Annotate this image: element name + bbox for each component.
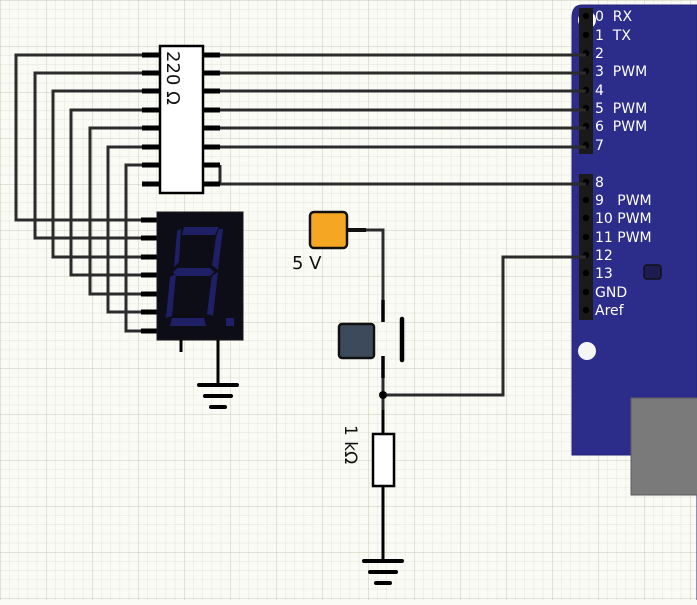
wire [88,126,142,296]
arduino-pin-label: 0 RX [595,9,633,25]
segment-d [170,318,206,326]
display-pins [141,217,158,334]
arduino-pin-label: 6 PWM [595,119,647,135]
segment-c [207,272,218,316]
arduino-pin-label: 13 [595,266,613,282]
arduino-pin-hole[interactable] [582,31,590,39]
arduino-pin-labels: 0 RX 1 TX 2 3 PWM 4 5 PWM 6 PWM 7 8 9 PWM 10 PWM 11… [582,9,652,319]
resistor-1k-body [371,432,396,488]
arduino-pin-label: 10 PWM [595,211,652,227]
usb-port [630,397,697,496]
mounting-hole-bottom [578,342,596,360]
arduino-pin-label: 5 PWM [595,101,647,117]
push-button-cap [337,322,376,360]
arduino-pin-hole[interactable] [582,306,590,314]
seven-segment-display[interactable] [141,211,244,352]
segment-b [212,229,223,270]
wire [14,53,142,222]
wires [14,53,586,410]
arduino-pin-hole[interactable] [582,288,590,296]
power-supply-body [308,210,349,250]
onboard-led [643,264,662,280]
power-supply-label: 5 V [292,253,322,274]
wire [69,108,142,277]
wire [33,71,142,240]
wire [366,228,385,300]
segment-g [173,268,214,276]
arduino-pin-label: 7 [595,138,604,154]
segment-f [174,229,181,267]
display-segments [166,227,234,326]
push-button[interactable] [337,300,405,378]
arduino-pin-hole[interactable] [582,233,590,241]
segment-a [182,227,219,235]
arduino-pin-label: 3 PWM [595,64,647,80]
header-strip-top [579,8,593,154]
arduino-pin-label: 11 PWM [595,230,652,246]
arduino-pin-label: 9 PWM [595,193,652,209]
arduino-pin-label: 2 [595,46,604,62]
arduino-pin-label: 8 [595,175,604,191]
resistor-array-body [158,44,205,195]
arduino-pin-label: 12 [595,248,613,264]
wire [124,163,142,333]
resistor-array-label: 220 Ω [162,51,183,105]
power-supply-5v[interactable]: 5 V [292,210,366,274]
ground-symbol-button [362,484,404,585]
ground-symbol-display [197,350,239,409]
resistor-array-pins [142,52,220,187]
wire [383,255,586,397]
arduino-pin-hole[interactable] [582,214,590,222]
resistor-array[interactable]: 220 Ω [142,44,220,195]
segment-e [166,274,176,318]
segment-dp [226,318,234,326]
wire [51,89,142,259]
arduino-pin-label: 1 TX [595,28,631,44]
header-strip-bottom [579,174,593,320]
arduino-board[interactable]: 0 RX 1 TX 2 3 PWM 4 5 PWM 6 PWM 7 8 9 PWM 10 PWM 11… [571,4,697,600]
junction-dot [379,391,387,399]
arduino-pin-hole[interactable] [582,269,590,277]
arduino-pin-hole[interactable] [582,12,590,20]
arduino-pin-hole[interactable] [582,196,590,204]
arduino-pin-label: Aref [595,303,625,319]
resistor-1k-label: 1 kΩ [340,425,360,464]
arduino-pin-label: 4 [595,83,604,99]
arduino-pin-label: GND [595,285,627,301]
resistor-1k[interactable]: 1 kΩ [340,410,396,488]
